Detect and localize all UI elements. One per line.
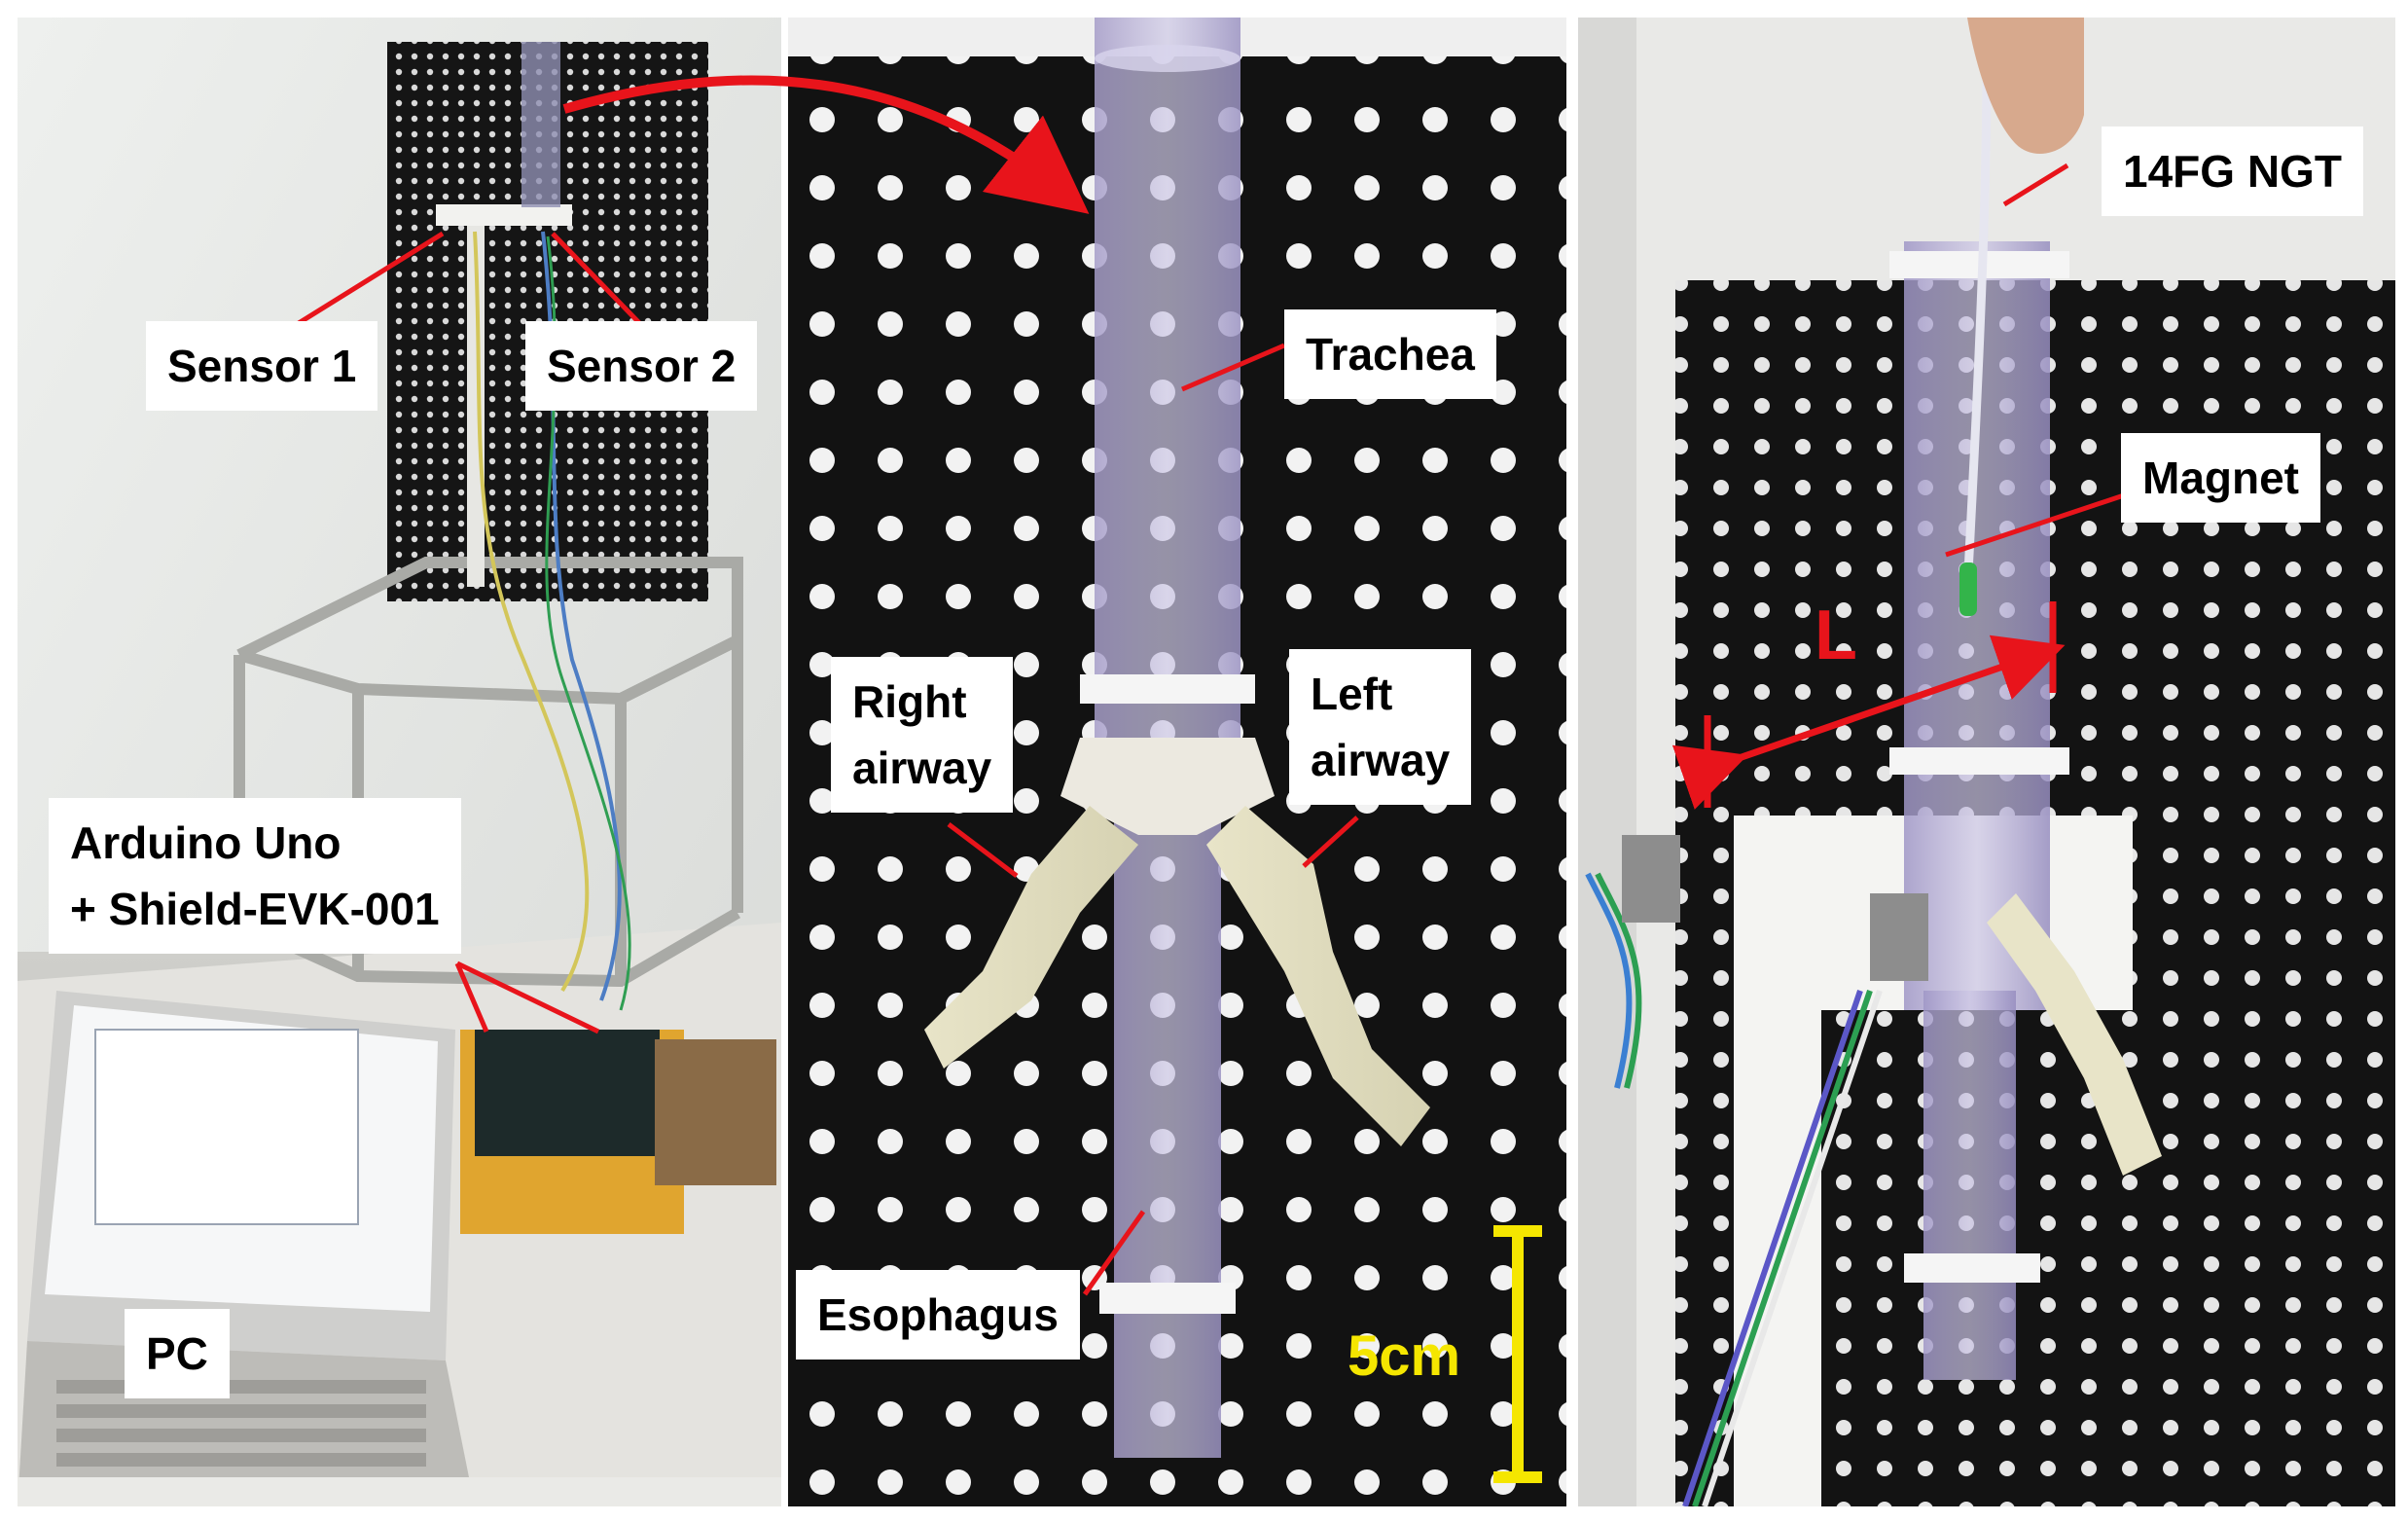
label-magnet: Magnet <box>2121 433 2320 523</box>
label-left-airway: Left airway <box>1289 649 1472 805</box>
phantom-closeup-panel <box>788 18 1566 1506</box>
label-length: L <box>1815 597 1857 674</box>
setup-photo <box>18 18 781 1506</box>
label-ngt: 14FG NGT <box>2102 127 2363 216</box>
trachea-tube <box>1095 18 1240 767</box>
label-sensor-1: Sensor 1 <box>146 321 378 411</box>
esophagus-tube <box>1114 777 1221 1458</box>
label-right-airway: Right airway <box>831 657 1014 813</box>
ngt-photo <box>1578 18 2395 1506</box>
right-airway-tube <box>924 806 1138 1069</box>
magnet <box>1959 562 1977 616</box>
ngt-insertion-panel <box>1578 18 2395 1506</box>
arduino-board <box>475 1030 660 1156</box>
setup-photo-panel <box>18 18 781 1506</box>
label-arduino: Arduino Uno + Shield-EVK-001 <box>49 798 461 954</box>
label-scale: 5cm <box>1348 1324 1461 1388</box>
label-trachea: Trachea <box>1284 309 1496 399</box>
phantom-photo <box>788 18 1566 1506</box>
label-sensor-2: Sensor 2 <box>525 321 758 411</box>
left-airway-tube <box>1206 806 1430 1146</box>
hand <box>1967 18 2084 154</box>
label-esophagus: Esophagus <box>796 1270 1080 1360</box>
label-pc: PC <box>125 1309 230 1398</box>
